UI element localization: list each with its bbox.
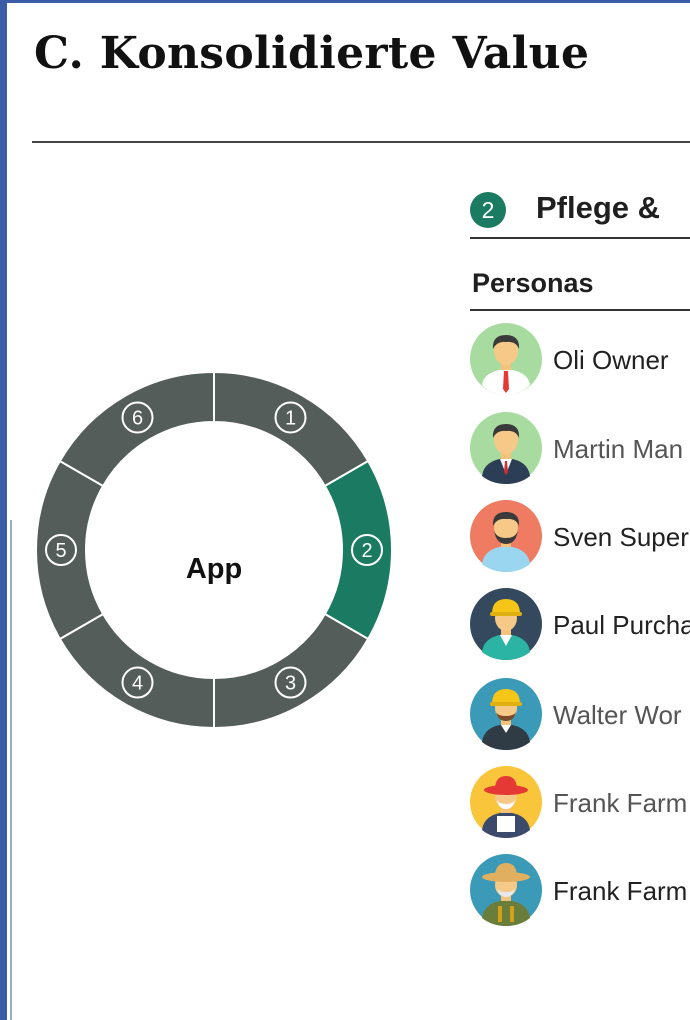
persona-name: Walter Wor bbox=[553, 700, 682, 730]
section-divider bbox=[470, 237, 690, 239]
section-title: Pflege & bbox=[536, 190, 661, 225]
persona-name: Paul Purcha bbox=[553, 610, 690, 640]
section-number-badge: 2 bbox=[470, 192, 506, 228]
section-header: 2 Pflege & bbox=[470, 186, 690, 238]
personas-divider bbox=[470, 309, 690, 311]
persona-name: Martin Man bbox=[553, 434, 684, 464]
ring-segment-number: 4 bbox=[132, 673, 143, 695]
persona-sven-super[interactable]: Sven Super bbox=[470, 500, 690, 574]
ring-segment-badge bbox=[45, 534, 77, 566]
ring-segment-number: 6 bbox=[132, 407, 143, 429]
persona-name: Frank Farm bbox=[553, 876, 688, 906]
persona-name: Frank Farm bbox=[553, 788, 688, 818]
frame-inner-line bbox=[10, 520, 12, 1020]
ring-segment-badge bbox=[121, 666, 154, 699]
page-title: C. Konsolidierte Value bbox=[34, 28, 590, 79]
purchaser-avatar-icon bbox=[470, 588, 542, 660]
persona-name: Sven Super bbox=[553, 522, 689, 552]
farmer-hat-avatar-icon bbox=[470, 854, 542, 926]
frame-left-border bbox=[0, 0, 7, 1020]
persona-martin-man[interactable]: Martin Man bbox=[470, 412, 690, 486]
ring-segment-number: 1 bbox=[285, 407, 296, 429]
ring-segment-badge bbox=[121, 401, 154, 434]
ring-segment-number: 2 bbox=[361, 540, 372, 562]
ring-segment-badge bbox=[274, 666, 307, 699]
persona-paul-purcha[interactable]: Paul Purcha bbox=[470, 588, 690, 662]
farmer-avatar-icon bbox=[470, 766, 542, 838]
personas-heading: Personas bbox=[472, 268, 594, 298]
ring-segment-badge bbox=[274, 401, 307, 434]
persona-frank-farm-2[interactable]: Frank Farm bbox=[470, 854, 690, 928]
owner-avatar-icon bbox=[470, 323, 542, 395]
ring-segment-4[interactable] bbox=[58, 612, 215, 730]
supervisor-avatar-icon bbox=[470, 500, 542, 572]
ring-segment-number: 5 bbox=[55, 540, 66, 562]
ring-segment-badge bbox=[351, 534, 383, 566]
app-ring-diagram: 1 2 3 4 5 6 App bbox=[35, 370, 393, 730]
persona-oli-owner[interactable]: Oli Owner bbox=[470, 323, 690, 397]
ring-segment-6[interactable] bbox=[58, 370, 215, 488]
persona-frank-farm-1[interactable]: Frank Farm bbox=[470, 766, 690, 840]
ring-segment-number: 3 bbox=[285, 673, 296, 695]
frame-top-border bbox=[0, 0, 690, 3]
manager-avatar-icon bbox=[470, 412, 542, 484]
persona-walter-wor[interactable]: Walter Wor bbox=[470, 678, 690, 752]
ring-segment-3[interactable] bbox=[213, 612, 370, 730]
ring-center-label: App bbox=[186, 553, 242, 585]
title-divider bbox=[32, 141, 690, 143]
worker-avatar-icon bbox=[470, 678, 542, 750]
persona-name: Oli Owner bbox=[553, 345, 669, 375]
